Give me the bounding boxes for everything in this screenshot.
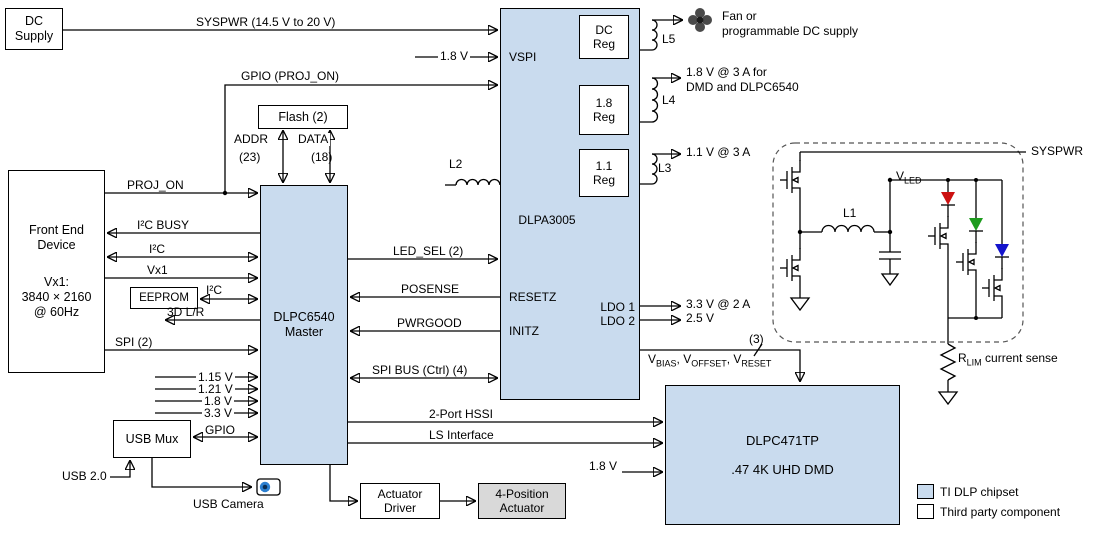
v3v3-2a-output-label: 3.3 V @ 2 A — [686, 297, 751, 311]
mosfet-icon — [982, 268, 1003, 308]
syspwr-main-label: SYSPWR (14.5 V to 20 V) — [196, 15, 336, 29]
blue-led-icon — [995, 244, 1009, 257]
l3-label: L3 — [658, 161, 672, 175]
ground-icon — [789, 297, 811, 312]
reg-1v8-block: 1.8 Reg — [579, 85, 629, 135]
v1v21-label: 1.21 V — [196, 382, 235, 396]
usb-mux-block: USB Mux — [113, 420, 191, 458]
legend-ti-label: TI DLP chipset — [940, 485, 1019, 499]
mosfet-icon — [780, 248, 801, 288]
v1v8-label: 1.8 V — [202, 394, 235, 408]
actuator-driver-block: Actuator Driver — [360, 483, 440, 519]
dlpa3005-block: VSPI DC Reg 1.8 Reg 1.1 Reg DLPA3005 RES… — [500, 8, 640, 400]
v1v15-label: 1.15 V — [196, 370, 235, 384]
usb-camera-label: USB Camera — [193, 497, 264, 511]
four-position-actuator-block: 4-Position Actuator — [478, 483, 566, 519]
mosfet-icon — [928, 216, 949, 256]
vbias-voffset-vreset-label: VBIAS, VOFFSET, VRESET — [648, 352, 772, 369]
mosfet-icon — [956, 242, 977, 282]
hssi-label: 2-Port HSSI — [429, 407, 494, 421]
dlpc471tp-block: DLPC471TP .47 4K UHD DMD — [665, 385, 900, 525]
l2-label: L2 — [449, 157, 463, 171]
ground-icon — [937, 391, 959, 406]
usb-camera-icon — [256, 478, 281, 496]
data-label: DATA — [296, 132, 331, 146]
proj-on-label: PROJ_ON — [127, 178, 184, 192]
v1v8-3a-output-label: 1.8 V @ 3 A for DMD and DLPC6540 — [686, 65, 799, 94]
eeprom-block: EEPROM — [130, 287, 198, 309]
l4-label: L4 — [662, 93, 676, 107]
i2c-label: I²C — [149, 242, 165, 256]
reg-1v1-block: 1.1 Reg — [579, 149, 629, 197]
v1v1-3a-output-label: 1.1 V @ 3 A — [686, 145, 751, 159]
data-count-label: (18) — [311, 150, 333, 164]
gpio-label: GPIO — [205, 423, 236, 437]
legend-third-party-swatch — [917, 504, 934, 519]
v1v8-vspi-label: 1.8 V — [438, 49, 471, 63]
spi2-label: SPI (2) — [115, 335, 153, 349]
addr-label: ADDR — [234, 132, 269, 146]
spi-bus-label: SPI BUS (Ctrl) (4) — [372, 363, 468, 377]
i2c-busy-label: I²C BUSY — [137, 218, 190, 232]
gpio-proj-on-label: GPIO (PROJ_ON) — [241, 69, 340, 83]
fan-icon — [688, 8, 712, 32]
inductor-l1-icon — [821, 224, 875, 233]
pwrgood-label: PWRGOOD — [397, 316, 462, 330]
flash-block: Flash (2) — [258, 105, 348, 129]
mosfet-icon — [780, 160, 801, 200]
dlpa3005-title: DLPA3005 — [518, 213, 576, 227]
led-sel-label: LED_SEL (2) — [393, 244, 464, 258]
posense-label: POSENSE — [401, 282, 460, 296]
eeprom-i2c-label: I²C — [206, 283, 222, 297]
resistor-rlim-icon — [939, 343, 957, 381]
vled-label: VLED — [896, 169, 922, 186]
dlpc6540-master-block: DLPC6540 Master — [260, 185, 348, 465]
resetz-pin-label: RESETZ — [509, 290, 557, 304]
syspwr-right-label: SYSPWR — [1031, 144, 1084, 158]
fan-output-label: Fan or programmable DC supply — [722, 9, 859, 38]
ls-interface-label: LS Interface — [429, 428, 494, 442]
bias-count-label: (3) — [749, 332, 764, 346]
l5-label: L5 — [662, 32, 676, 46]
v1v8-dmd-label: 1.8 V — [589, 459, 618, 473]
rlim-label: RLIM current sense — [958, 351, 1058, 368]
ldo2-pin-label: LDO 2 — [600, 314, 635, 328]
addr-count-label: (23) — [239, 150, 261, 164]
vspi-pin-label: VSPI — [509, 50, 537, 64]
initz-pin-label: INITZ — [509, 324, 539, 338]
red-led-icon — [941, 192, 955, 205]
3d-lr-label: 3D L/R — [167, 305, 205, 319]
legend-third-party-label: Third party component — [940, 505, 1061, 519]
front-end-device-block: Front End Device Vx1: 3840 × 2160 @ 60Hz — [8, 170, 105, 373]
legend-ti-swatch — [917, 484, 934, 499]
usb20-label: USB 2.0 — [62, 469, 107, 483]
v3v3-label: 3.3 V — [202, 406, 235, 420]
ldo1-pin-label: LDO 1 — [600, 300, 635, 314]
ground-icon — [880, 273, 900, 287]
l1-label: L1 — [843, 206, 857, 220]
dc-supply-block: DC Supply — [5, 8, 63, 50]
dc-reg-block: DC Reg — [579, 15, 629, 59]
vx1-label: Vx1 — [147, 263, 168, 277]
green-led-icon — [969, 218, 983, 231]
v2v5-output-label: 2.5 V — [686, 311, 715, 325]
